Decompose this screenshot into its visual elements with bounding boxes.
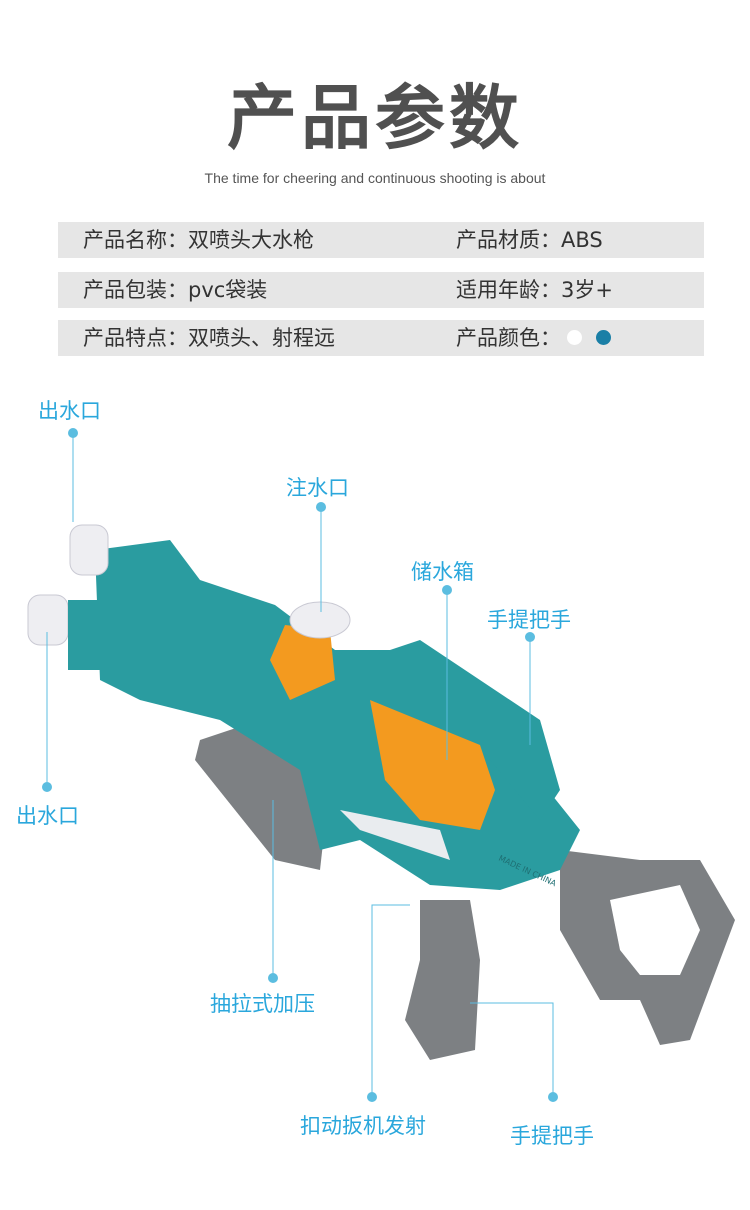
color-swatch-blue: [596, 329, 611, 345]
callout-handle-bottom: 手提把手: [510, 1124, 594, 1148]
callout-pump: 抽拉式加压: [210, 992, 315, 1016]
page-title: 产品参数: [227, 77, 523, 159]
callout-dot: [268, 973, 278, 983]
gun-handle: [360, 640, 560, 820]
callout-fill-port: 注水口: [286, 476, 349, 500]
param-row: 产品特点：双喷头、射程远 产品颜色：: [58, 320, 704, 356]
callout-dot: [68, 428, 78, 438]
param-color-label: 产品颜色：: [456, 326, 561, 350]
fill-port-neck: [270, 625, 335, 700]
callout-dot: [42, 782, 52, 792]
param-age: 适用年龄：3岁+: [456, 278, 613, 302]
param-color: 产品颜色：: [456, 320, 611, 356]
callout-dot: [367, 1092, 377, 1102]
nozzle-barrel: [68, 600, 108, 670]
param-name: 产品名称：双喷头大水枪: [83, 228, 314, 252]
gun-grip: [405, 900, 480, 1060]
callout-dot: [548, 1092, 558, 1102]
fill-cap: [289, 601, 351, 639]
callout-dot: [525, 632, 535, 642]
callout-outlet-top: 出水口: [38, 399, 101, 423]
callout-tank: 储水箱: [411, 560, 474, 584]
stock-cutout: [610, 885, 700, 975]
param-packaging: 产品包装：pvc袋装: [83, 278, 268, 302]
callout-outlet-bottom: 出水口: [16, 804, 79, 828]
param-row: 产品名称：双喷头大水枪 产品材质：ABS: [58, 222, 704, 258]
param-features: 产品特点：双喷头、射程远: [83, 326, 335, 350]
gun-tank: [370, 700, 495, 830]
callout-trigger: 扣动扳机发射: [300, 1114, 426, 1138]
nozzle-cap-bottom: [27, 594, 69, 646]
param-row: 产品包装：pvc袋装 适用年龄：3岁+: [58, 272, 704, 308]
nozzle-cap-top: [69, 524, 109, 576]
callout-handle-top: 手提把手: [487, 608, 571, 632]
param-material: 产品材质：ABS: [456, 228, 603, 252]
page-subtitle: The time for cheering and continuous sho…: [204, 170, 546, 186]
body-stripe: [340, 810, 450, 860]
callout-dot: [316, 502, 326, 512]
callout-dot: [442, 585, 452, 595]
color-swatch-white: [567, 329, 582, 345]
